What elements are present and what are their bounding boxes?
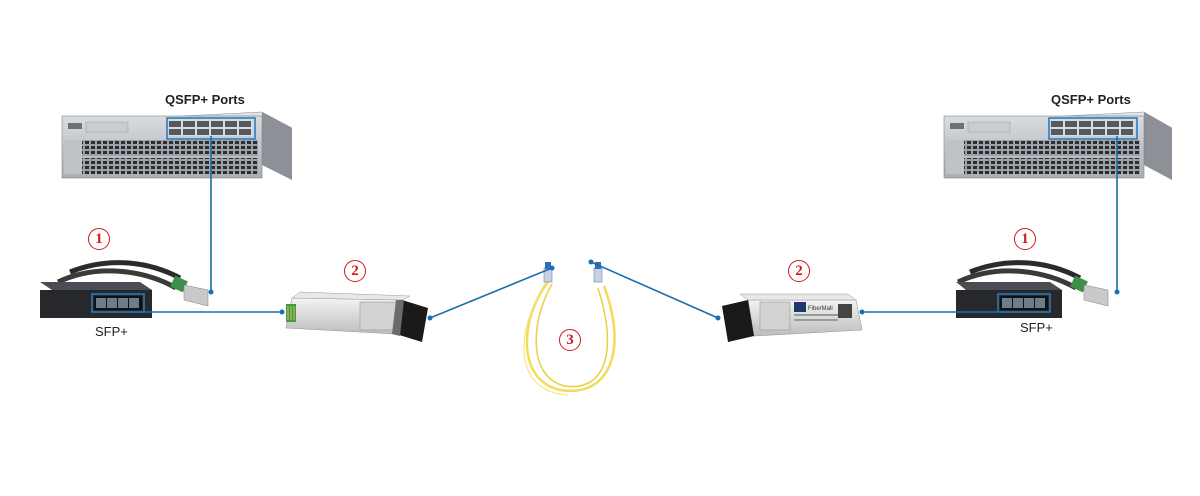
badge-transceiver-right: 2 xyxy=(788,260,810,282)
badge-breakout-left: 1 xyxy=(88,228,110,250)
sfp-transceiver-left xyxy=(286,292,428,342)
sfp-transceiver-right xyxy=(722,294,862,342)
switch-right xyxy=(944,112,1172,180)
badge-breakout-right: 1 xyxy=(1014,228,1036,250)
transceiver-brand-label: FiberMall xyxy=(808,306,833,312)
switch-left-ports-label: QSFP+ Ports xyxy=(165,92,245,107)
breakout-right-label: SFP+ xyxy=(1020,320,1053,335)
switch-right-ports-label: QSFP+ Ports xyxy=(1051,92,1131,107)
badge-transceiver-left: 2 xyxy=(344,260,366,282)
switch-left xyxy=(62,112,292,180)
breakout-module-right xyxy=(956,263,1108,318)
breakout-module-left xyxy=(40,263,208,318)
badge-fiber-cable: 3 xyxy=(559,329,581,351)
breakout-left-label: SFP+ xyxy=(95,324,128,339)
